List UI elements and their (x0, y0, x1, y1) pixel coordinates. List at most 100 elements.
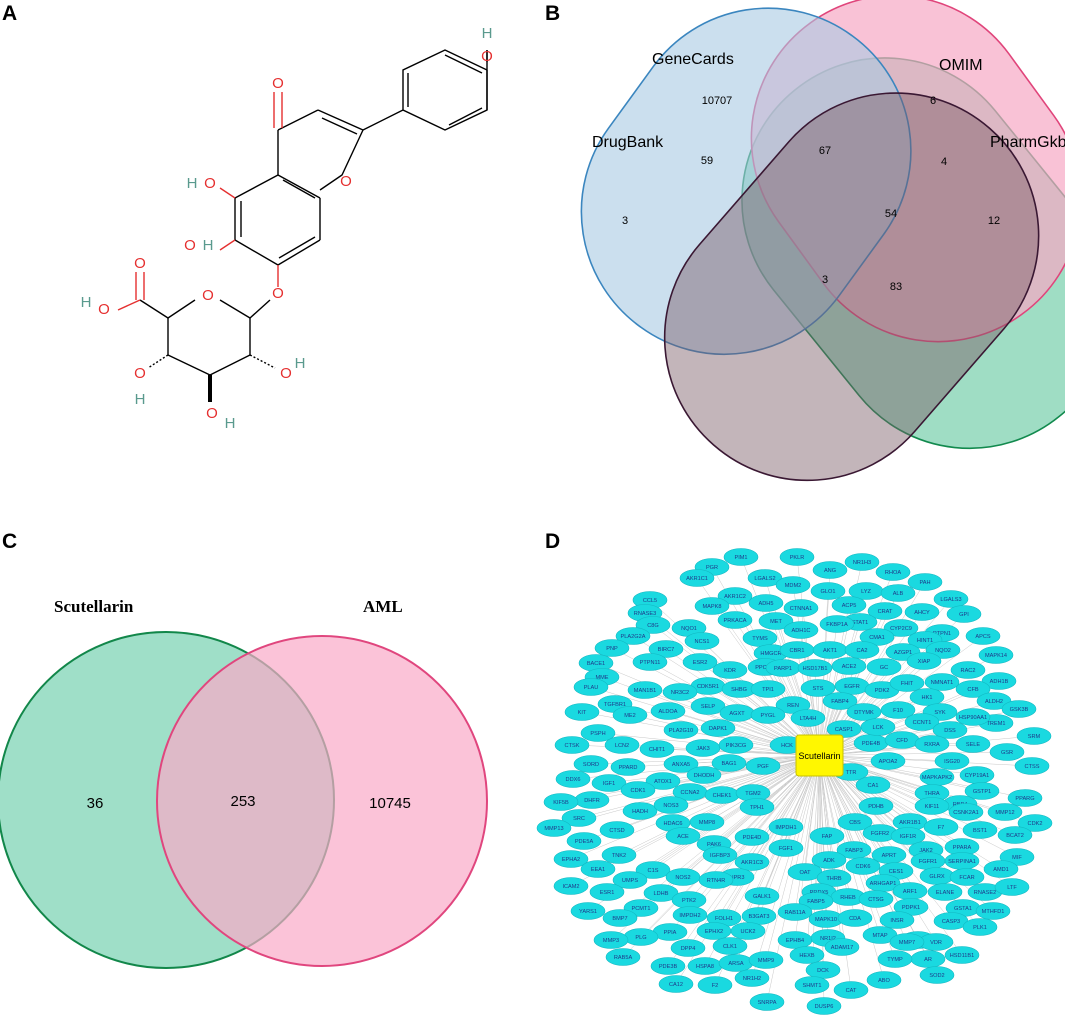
network-node[interactable]: PYGL (750, 706, 786, 724)
network-node-shape[interactable] (811, 851, 847, 869)
network-node[interactable]: BST1 (962, 821, 998, 839)
network-node[interactable]: INSR (879, 911, 915, 929)
network-node[interactable]: PDE4D (734, 828, 770, 846)
network-node[interactable]: ESR2 (682, 653, 718, 671)
network-node-shape[interactable] (750, 706, 786, 724)
network-node[interactable]: NMNAT1 (924, 673, 960, 691)
network-node[interactable]: PTK2 (671, 891, 707, 909)
network-node[interactable]: SELP (690, 697, 726, 715)
network-node[interactable]: HADH (622, 802, 658, 820)
network-node[interactable]: DDX6 (555, 770, 591, 788)
network-node[interactable]: EPHB4 (777, 931, 813, 949)
network-node[interactable]: DTYMK (846, 703, 882, 721)
network-node-shape[interactable] (933, 590, 969, 608)
network-node[interactable]: PGF (745, 757, 781, 775)
network-node-shape[interactable] (734, 853, 770, 871)
network-node[interactable]: LCK (860, 718, 896, 736)
network-node-shape[interactable] (615, 627, 651, 645)
network-node-shape[interactable] (700, 719, 736, 737)
network-node-shape[interactable] (845, 857, 881, 875)
network-node[interactable]: CASP1 (826, 720, 862, 738)
network-node[interactable]: SRM (1016, 727, 1052, 745)
network-node[interactable]: ACE (665, 827, 701, 845)
network-node-shape[interactable] (747, 569, 783, 587)
network-node[interactable]: CHEK1 (704, 786, 740, 804)
network-node-shape[interactable] (812, 561, 848, 579)
network-node-shape[interactable] (797, 659, 833, 677)
network-node-shape[interactable] (1017, 814, 1053, 832)
network-node[interactable]: CA2 (844, 641, 880, 659)
network-node[interactable]: NR3C2 (662, 683, 698, 701)
network-node-shape[interactable] (768, 818, 804, 836)
network-node[interactable]: AR (910, 950, 946, 968)
network-node-shape[interactable] (682, 653, 718, 671)
network-node[interactable]: CDK1 (620, 781, 656, 799)
network-node[interactable]: MAPK14 (978, 646, 1014, 664)
network-node-shape[interactable] (718, 736, 754, 754)
network-node-shape[interactable] (570, 902, 606, 920)
network-node-shape[interactable] (816, 869, 852, 887)
network-node[interactable]: ESR1 (589, 883, 625, 901)
network-node-shape[interactable] (744, 887, 780, 905)
network-node-shape[interactable] (837, 813, 873, 831)
network-node-shape[interactable] (919, 966, 955, 984)
network-node[interactable]: NOS3 (653, 796, 689, 814)
network-node[interactable]: HSP90AA1 (955, 708, 991, 726)
network-node-shape[interactable] (994, 878, 1030, 896)
network-node-shape[interactable] (723, 548, 759, 566)
network-node[interactable]: AHCY (904, 603, 940, 621)
network-node-shape[interactable] (554, 736, 590, 754)
network-node[interactable]: PAH (907, 573, 943, 591)
network-node[interactable]: PARP1 (765, 659, 801, 677)
network-node-shape[interactable] (717, 587, 753, 605)
network-node[interactable]: DHFR (574, 791, 610, 809)
network-node-shape[interactable] (779, 548, 815, 566)
network-node-shape[interactable] (712, 937, 748, 955)
network-node[interactable]: BAG1 (711, 754, 747, 772)
network-node-shape[interactable] (653, 796, 689, 814)
network-node[interactable]: HSPA8 (687, 957, 723, 975)
network-node[interactable]: CSNK2A1 (948, 803, 984, 821)
network-node-shape[interactable] (855, 776, 891, 794)
network-node[interactable]: PTPN11 (632, 653, 668, 671)
network-node[interactable]: KIT (564, 703, 600, 721)
network-node[interactable]: LTF (994, 878, 1030, 896)
network-node[interactable]: PLA2G2A (615, 627, 651, 645)
network-node-shape[interactable] (697, 976, 733, 994)
network-node[interactable]: AKT1 (812, 641, 848, 659)
network-node[interactable]: CTNNA1 (783, 599, 819, 617)
network-node-shape[interactable] (650, 957, 686, 975)
network-node-shape[interactable] (858, 797, 894, 815)
network-node[interactable]: SERPINA1 (944, 852, 980, 870)
network-node[interactable]: AKR1C3 (734, 853, 770, 871)
network-node[interactable]: LDHB (643, 884, 679, 902)
network-node-shape[interactable] (635, 616, 671, 634)
network-node-shape[interactable] (794, 976, 830, 994)
network-node[interactable]: IGF1R (890, 827, 926, 845)
network-node-shape[interactable] (605, 948, 641, 966)
network-node-shape[interactable] (858, 890, 894, 908)
network-node-shape[interactable] (877, 950, 913, 968)
network-node[interactable]: HSD17B1 (797, 659, 833, 677)
network-node[interactable]: IMPDH1 (768, 818, 804, 836)
network-node[interactable]: SRC (561, 809, 597, 827)
network-node-shape[interactable] (914, 735, 950, 753)
network-node[interactable]: NCS1 (684, 632, 720, 650)
network-node-shape[interactable] (643, 884, 679, 902)
network-node-shape[interactable] (702, 846, 738, 864)
network-node-shape[interactable] (883, 619, 919, 637)
network-node[interactable]: CA12 (658, 975, 694, 993)
network-node-shape[interactable] (790, 709, 826, 727)
network-node-shape[interactable] (946, 605, 982, 623)
hub-node[interactable]: Scutellarin (795, 734, 844, 777)
network-node[interactable]: REN (775, 696, 811, 714)
network-node[interactable]: ADH5 (748, 594, 784, 612)
network-node-shape[interactable] (645, 772, 681, 790)
network-node-shape[interactable] (648, 640, 684, 658)
network-node[interactable]: CTSG (858, 890, 894, 908)
network-node-shape[interactable] (589, 883, 625, 901)
network-node-shape[interactable] (924, 673, 960, 691)
network-node-shape[interactable] (879, 911, 915, 929)
network-node-shape[interactable] (734, 969, 770, 987)
network-node-shape[interactable] (711, 754, 747, 772)
